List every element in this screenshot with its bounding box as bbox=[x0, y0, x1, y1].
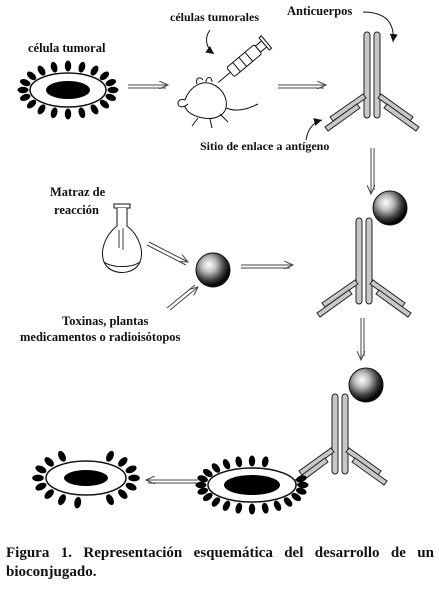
figure-caption: Figura 1. Representación esquemática del… bbox=[6, 545, 434, 580]
receptor bbox=[248, 503, 256, 515]
receptor bbox=[35, 465, 47, 474]
arrow-cell-to-mouse bbox=[128, 85, 168, 88]
receptor bbox=[195, 481, 207, 489]
arrow-flask-to-sphere bbox=[146, 241, 188, 266]
antibody-1 bbox=[324, 31, 420, 132]
receptor bbox=[235, 456, 243, 468]
receptor bbox=[37, 65, 46, 76]
receptor bbox=[125, 482, 137, 491]
pointer-anticuerpos bbox=[362, 11, 398, 43]
antibody-2-sphere bbox=[372, 190, 408, 226]
receptor bbox=[64, 108, 72, 120]
receptor bbox=[118, 457, 128, 467]
reaction-flask-icon bbox=[102, 203, 142, 273]
receptor bbox=[99, 99, 110, 109]
receptor bbox=[35, 482, 47, 491]
receptor bbox=[125, 465, 137, 474]
receptor bbox=[295, 487, 307, 495]
arrow-bound-to-lysed bbox=[146, 480, 198, 483]
receptor bbox=[211, 497, 221, 507]
tumor-cell-bound bbox=[195, 455, 309, 515]
receptor bbox=[58, 494, 66, 506]
receptor bbox=[211, 463, 221, 473]
receptor bbox=[261, 456, 269, 468]
tumor-cell-receptors bbox=[17, 60, 119, 120]
label-anticuerpos: Anticuerpos bbox=[287, 4, 352, 18]
receptor bbox=[99, 71, 110, 81]
tumor-cell-lysed-receptors bbox=[32, 450, 140, 509]
pointer-celulas-tumorales bbox=[205, 29, 215, 55]
receptor bbox=[128, 474, 140, 482]
arrow-down-2 bbox=[361, 318, 364, 360]
receptor bbox=[106, 450, 114, 462]
receptor bbox=[17, 86, 29, 94]
tumor-cell-bound-receptors bbox=[195, 455, 309, 515]
receptor bbox=[273, 500, 282, 511]
tumor-cell-lysed bbox=[32, 450, 140, 509]
receptor bbox=[105, 93, 117, 101]
receptor bbox=[283, 497, 293, 507]
receptor bbox=[78, 107, 86, 119]
pointer-sitio-enlace bbox=[305, 118, 323, 141]
antibody-2 bbox=[316, 217, 412, 318]
conjugate-sphere bbox=[195, 252, 231, 288]
receptor bbox=[261, 502, 269, 514]
receptor bbox=[222, 459, 231, 470]
label-matraz-2: reacción bbox=[54, 203, 99, 217]
arrow-sphere-to-antibody bbox=[241, 265, 293, 268]
receptor bbox=[235, 502, 243, 514]
receptor bbox=[107, 86, 119, 94]
receptor bbox=[50, 61, 58, 73]
receptor bbox=[118, 489, 128, 499]
receptor bbox=[44, 457, 54, 467]
receptor bbox=[74, 496, 82, 509]
receptor bbox=[58, 450, 66, 462]
label-toxinas-1: Toxinas, plantas bbox=[62, 314, 149, 328]
antibody-3 bbox=[293, 393, 388, 486]
arrow-down-1 bbox=[371, 148, 374, 194]
label-sitio-enlace: Sitio de enlace a antígeno bbox=[200, 139, 329, 153]
receptor bbox=[222, 500, 231, 511]
tumor-cell-bound-nucleus bbox=[224, 475, 280, 495]
tumor-cell-top bbox=[17, 60, 119, 120]
label-celulas-tumorales: células tumorales bbox=[170, 10, 259, 24]
receptor bbox=[90, 65, 99, 76]
receptor bbox=[197, 487, 209, 495]
receptor bbox=[44, 489, 54, 499]
label-matraz-1: Matraz de bbox=[50, 185, 106, 199]
receptor bbox=[19, 79, 31, 87]
receptor bbox=[291, 492, 302, 502]
receptor bbox=[64, 60, 72, 72]
arrow-toxins-to-sphere bbox=[166, 284, 198, 311]
receptor bbox=[295, 475, 307, 483]
antibody-3-sphere bbox=[348, 367, 384, 403]
label-toxinas-2: medicamentos o radioisótopos bbox=[20, 330, 181, 344]
receptor bbox=[248, 455, 256, 467]
receptor bbox=[106, 494, 114, 506]
receptor bbox=[19, 93, 31, 101]
receptor bbox=[90, 104, 99, 115]
arrow-mouse-to-antibody bbox=[278, 85, 326, 88]
receptor bbox=[26, 99, 37, 109]
receptor bbox=[197, 475, 209, 483]
receptor bbox=[50, 107, 58, 119]
receptor bbox=[105, 79, 117, 87]
receptor bbox=[78, 61, 86, 73]
receptor bbox=[37, 104, 46, 115]
bioconjugate-diagram: célula tumoral células tumorales bbox=[17, 4, 420, 515]
receptor bbox=[32, 474, 44, 482]
tumor-cell-nucleus bbox=[46, 81, 90, 99]
receptor bbox=[202, 492, 213, 502]
receptor bbox=[297, 481, 309, 489]
receptor bbox=[202, 468, 213, 478]
label-celula-tumoral: célula tumoral bbox=[28, 41, 106, 55]
receptor bbox=[26, 71, 37, 81]
tumor-cell-lysed-nucleus bbox=[64, 470, 108, 486]
mouse-injection-icon bbox=[177, 35, 273, 129]
